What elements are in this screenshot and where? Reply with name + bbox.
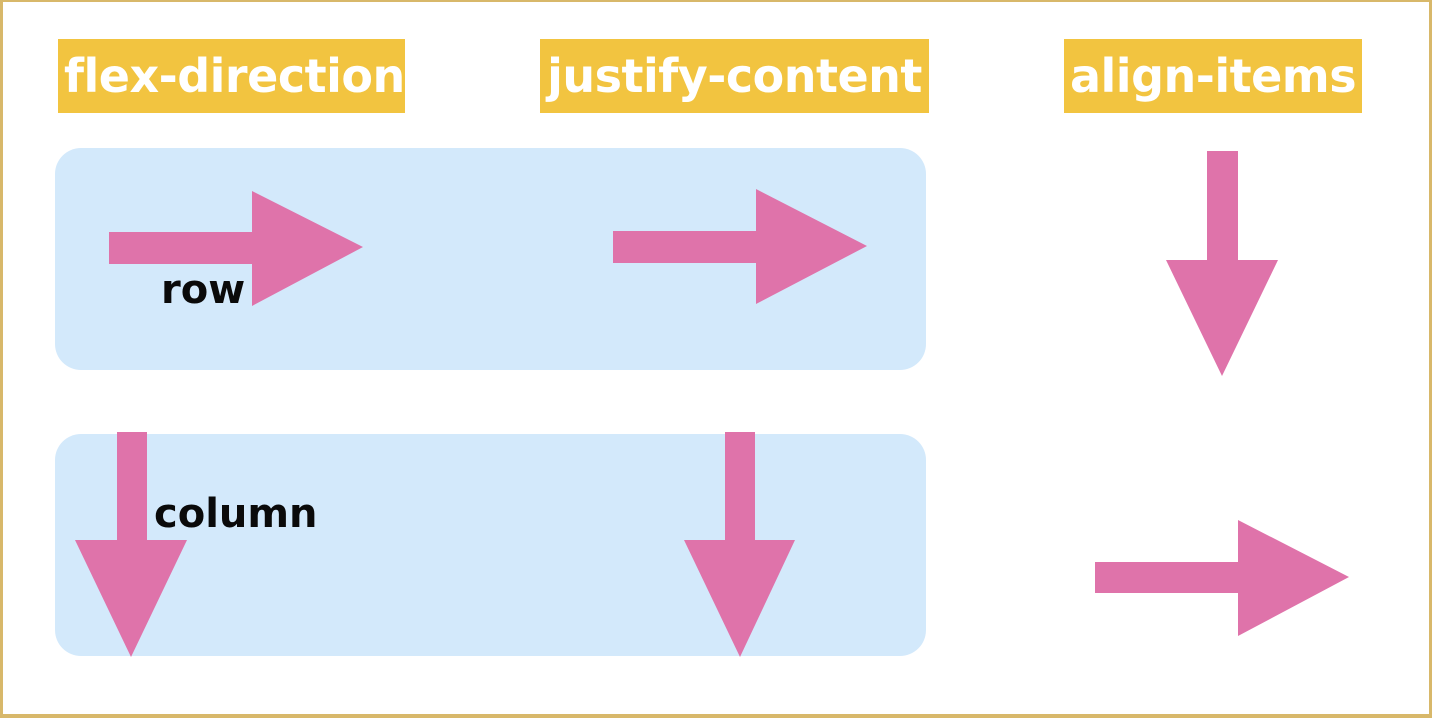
row-justify-content-arrow [613, 189, 867, 304]
arrows-layer [75, 151, 1349, 657]
column-caption: column [154, 491, 318, 537]
flex-direction-label: flex-direction [58, 39, 405, 113]
column-justify-content-arrow [684, 432, 795, 657]
column-align-items-arrow [1095, 520, 1349, 636]
justify-content-label: justify-content [540, 39, 929, 113]
align-items-label: align-items [1064, 39, 1362, 113]
row-align-items-arrow [1166, 151, 1278, 376]
row-caption: row [161, 267, 246, 313]
row-flex-direction-arrow [109, 191, 363, 306]
column-flex-direction-arrow [75, 432, 187, 657]
